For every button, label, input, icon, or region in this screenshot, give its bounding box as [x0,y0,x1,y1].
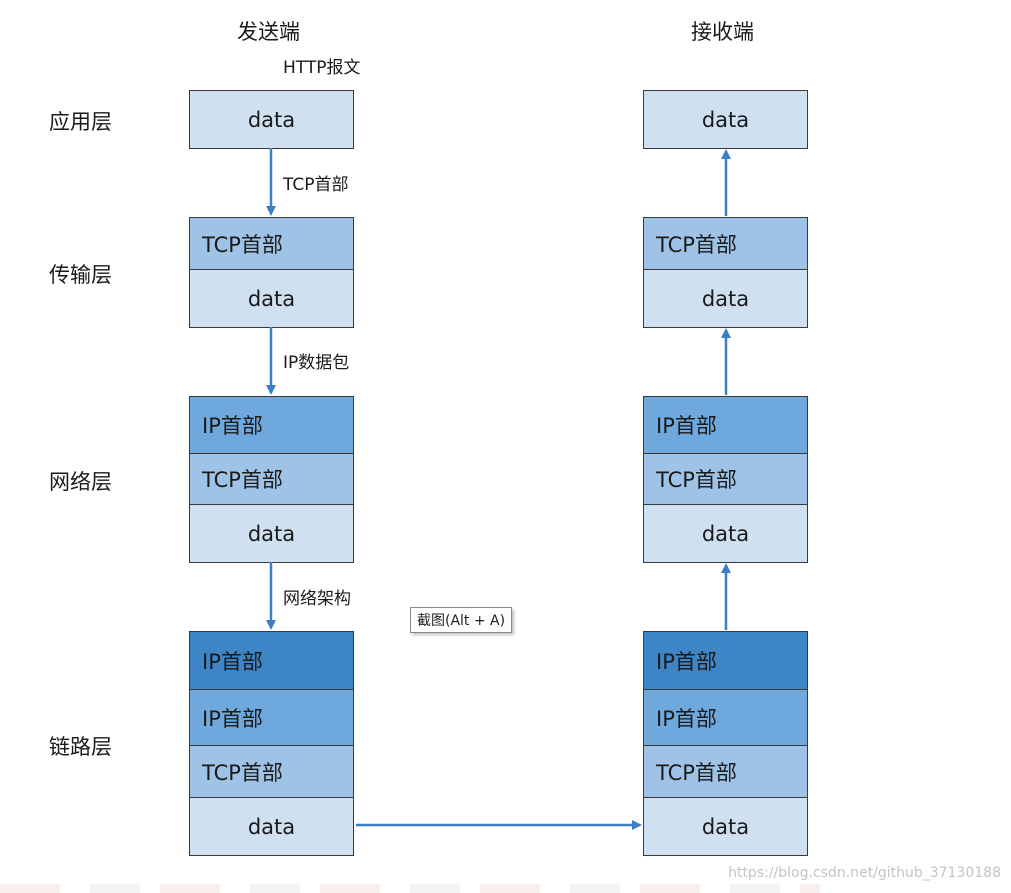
data-cell: data [644,505,807,562]
layer-label-link: 链路层 [49,735,112,759]
edge-label-http: HTTP报文 [283,58,361,78]
sender-header: 发送端 [237,20,300,44]
data-cell: data [190,798,353,855]
receiver-header: 接收端 [691,20,754,44]
layer-label-transport: 传输层 [49,263,112,287]
tcp-header-cell: TCP首部 [190,454,353,505]
tcp-header-cell: TCP首部 [190,218,353,270]
data-cell: data [644,798,807,855]
ip-header-cell: IP首部 [644,397,807,454]
data-cell: data [190,270,353,327]
sender-transport-stack: TCP首部 data [189,217,354,328]
bottom-blur-strip [0,884,820,893]
screenshot-tooltip: 截图(Alt + A) [410,607,513,633]
receiver-transport-stack: TCP首部 data [643,217,808,328]
receiver-application-stack: data [643,90,808,149]
tcp-header-cell: TCP首部 [644,746,807,798]
watermark-text: https://blog.csdn.net/github_37130188 [728,865,1001,881]
tcp-header-cell: TCP首部 [644,454,807,505]
edge-label-ip-packet: IP数据包 [283,353,350,373]
sender-link-stack: IP首部 IP首部 TCP首部 data [189,631,354,856]
tcp-header-cell: TCP首部 [190,746,353,798]
sender-application-stack: data [189,90,354,149]
data-cell: data [190,91,353,148]
receiver-link-stack: IP首部 IP首部 TCP首部 data [643,631,808,856]
edge-label-network-arch: 网络架构 [283,589,351,609]
sender-network-stack: IP首部 TCP首部 data [189,396,354,563]
tcp-header-cell: TCP首部 [644,218,807,270]
layer-label-network: 网络层 [49,470,112,494]
edge-label-tcp: TCP首部 [283,175,349,195]
data-cell: data [644,91,807,148]
ip-header-cell: IP首部 [190,690,353,746]
data-cell: data [190,505,353,562]
ip-header-cell: IP首部 [644,690,807,746]
ip-header-cell: IP首部 [644,632,807,690]
data-cell: data [644,270,807,327]
ip-header-cell: IP首部 [190,397,353,454]
layer-label-application: 应用层 [49,110,112,134]
receiver-network-stack: IP首部 TCP首部 data [643,396,808,563]
ip-header-cell: IP首部 [190,632,353,690]
